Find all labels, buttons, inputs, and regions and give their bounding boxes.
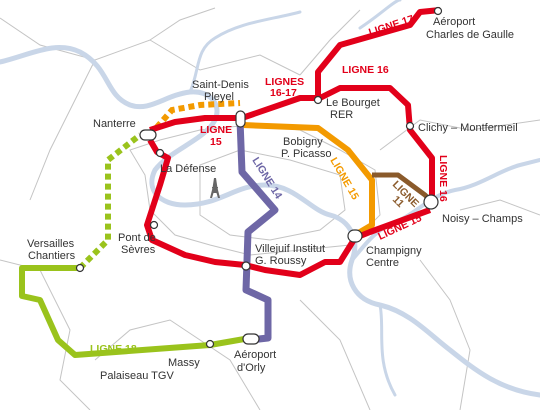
label-pont-sevres-1: Pont de: [118, 232, 156, 244]
stations: [75, 6, 443, 349]
label-cdg-2: Charles de Gaulle: [426, 29, 514, 41]
line-18: [19, 132, 253, 358]
station-saint-denis: [235, 110, 246, 128]
label-le-bourget-1: Le Bourget: [326, 97, 380, 109]
label-clichy: Clichy – Montfermeil: [418, 122, 518, 134]
station-la-defense: [155, 148, 165, 158]
eiffel-tower-icon: [210, 178, 220, 198]
station-versailles: [75, 263, 85, 273]
label-la-defense: La Défense: [160, 163, 216, 175]
label-orly-1: Aéroport: [234, 349, 276, 361]
label-lines-16-17-b: 16-17: [270, 87, 297, 99]
label-line-16-top: LIGNE 16: [342, 64, 389, 76]
label-orly-2: d'Orly: [237, 362, 266, 374]
label-versailles-1: Versailles: [27, 238, 75, 250]
line-15-east: [242, 122, 375, 238]
label-saint-denis-1: Saint-Denis: [192, 79, 249, 91]
station-massy: [205, 339, 215, 349]
label-line-15-left-b: 15: [210, 136, 222, 148]
station-clichy: [405, 121, 415, 131]
label-bobigny-1: Bobigny: [283, 136, 323, 148]
label-lines-16-17-a: LIGNES: [265, 76, 304, 88]
line-16: [318, 85, 435, 200]
label-line-14: LIGNE 14: [249, 155, 284, 201]
label-cdg-1: Aéroport: [433, 16, 475, 28]
line-15-dashed-north: [147, 100, 241, 137]
river-orge: [378, 303, 397, 397]
label-line-16-right: LIGNE 16: [437, 155, 449, 202]
station-cdg: [433, 6, 443, 16]
station-champigny: [347, 229, 363, 243]
label-bobigny-2: P. Picasso: [281, 148, 332, 160]
river-oise: [358, 0, 402, 30]
label-versailles-2: Chantiers: [28, 250, 76, 262]
label-champigny-1: Champigny: [366, 245, 422, 257]
line-15-ring: [144, 115, 432, 278]
label-massy-2: Palaiseau TGV: [100, 370, 174, 382]
station-nanterre: [139, 129, 157, 141]
label-nanterre: Nanterre: [93, 118, 136, 130]
line-16-17: [241, 7, 441, 121]
label-pont-sevres-2: Sèvres: [121, 244, 156, 256]
line-18-solid: [19, 265, 253, 358]
river-seine-north: [188, 10, 302, 94]
river-seine: [0, 45, 540, 398]
label-villejuif-2: G. Roussy: [255, 255, 307, 267]
line-14: [236, 119, 279, 344]
label-noisy: Noisy – Champs: [442, 213, 523, 225]
label-line-18: LIGNE 18: [90, 343, 137, 355]
boundaries: [0, 7, 540, 410]
label-champigny-2: Centre: [366, 257, 399, 269]
label-villejuif-1: Villejuif Institut: [255, 243, 325, 255]
label-saint-denis-2: Pleyel: [204, 91, 234, 103]
label-line-15-left-a: LIGNE: [200, 124, 232, 136]
station-villejuif: [241, 261, 251, 271]
label-le-bourget-2: RER: [330, 109, 353, 121]
label-massy-1: Massy: [168, 357, 200, 369]
station-le-bourget: [313, 95, 323, 105]
station-pont-sevres: [149, 220, 159, 230]
station-noisy: [423, 194, 439, 210]
station-orly: [242, 333, 260, 345]
